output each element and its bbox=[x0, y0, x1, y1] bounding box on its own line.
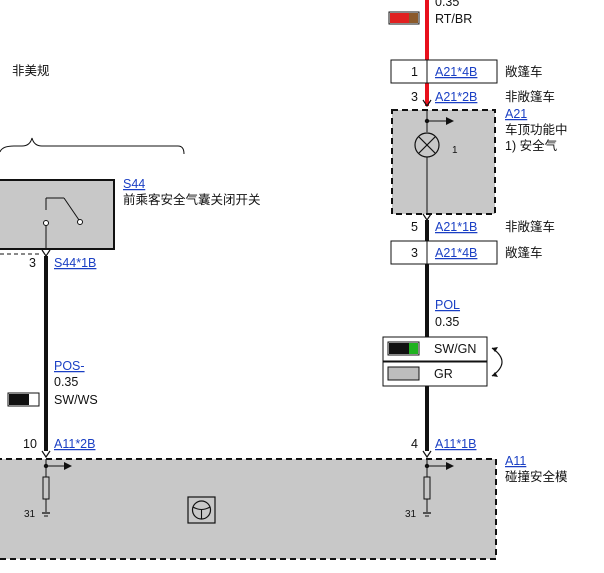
connector-a21-1b-pin: 5 bbox=[411, 220, 418, 234]
connector-a11-1b-link[interactable]: A11*1B bbox=[435, 437, 476, 451]
connector-a21-1b-desc: 非敞篷车 bbox=[505, 219, 555, 234]
component-a21-link[interactable]: A21 bbox=[505, 107, 527, 121]
region-label: 非美规 bbox=[12, 63, 50, 78]
connector-pin-fork-icon bbox=[41, 450, 51, 459]
connector-a21-2b-desc: 非敞篷车 bbox=[505, 89, 555, 104]
connector-a21-4b-top-box bbox=[390, 59, 498, 84]
swap-arrow-icon bbox=[491, 347, 503, 377]
connector-a21-4b-bottom-link[interactable]: A21*4B bbox=[435, 246, 477, 260]
switch-s44-link[interactable]: S44 bbox=[123, 177, 145, 191]
switch-s44-pin: 3 bbox=[29, 256, 36, 270]
component-a21-inner-pin: 1 bbox=[452, 145, 458, 156]
connector-a21-4b-bottom-pin: 3 bbox=[411, 246, 418, 260]
switch-s44-desc: 前乘客安全气囊关闭开关 bbox=[123, 192, 261, 207]
component-a11-box[interactable] bbox=[0, 458, 497, 560]
connector-a21-1b-link[interactable]: A21*1B bbox=[435, 220, 477, 234]
top-wire-color-code: RT/BR bbox=[435, 12, 472, 26]
component-a11-ground-pin-left: 31 bbox=[24, 509, 36, 520]
left-internal-circuit bbox=[42, 459, 72, 517]
pos-wire-color-code: SW/WS bbox=[54, 393, 98, 407]
component-a21-desc-line1: 车顶功能中 bbox=[505, 122, 568, 137]
connector-a21-4b-top-link[interactable]: A21*4B bbox=[435, 65, 477, 79]
connector-pin-fork-icon bbox=[422, 99, 432, 108]
pol-color-option-2-label: GR bbox=[434, 367, 453, 381]
right-internal-circuit bbox=[423, 459, 454, 517]
connector-pin-fork-icon bbox=[41, 249, 51, 258]
pol-wire-gauge: 0.35 bbox=[435, 315, 459, 329]
connector-pin-fork-icon bbox=[422, 450, 432, 459]
connector-a21-4b-bottom-desc: 敞篷车 bbox=[505, 245, 543, 260]
pos-wire-name[interactable]: POS- bbox=[54, 359, 85, 373]
component-a11-ground-pin-right: 31 bbox=[405, 509, 417, 520]
connector-a21-2b-link[interactable]: A21*2B bbox=[435, 90, 477, 104]
connector-a21-4b-top-desc: 敞篷车 bbox=[505, 64, 543, 79]
gray-swatch bbox=[387, 366, 420, 381]
pol-color-option-1-label: SW/GN bbox=[434, 342, 476, 356]
steering-wheel-icon[interactable] bbox=[187, 496, 216, 524]
connector-a21-2b-pin: 3 bbox=[411, 90, 418, 104]
pol-wire-name[interactable]: POL bbox=[435, 298, 460, 312]
connector-a11-2b-link[interactable]: A11*2B bbox=[54, 437, 95, 451]
component-a11-link[interactable]: A11 bbox=[505, 454, 526, 468]
switch-icon bbox=[43, 197, 83, 249]
switch-s44-connector-link[interactable]: S44*1B bbox=[54, 256, 96, 270]
connector-a11-2b-pin: 10 bbox=[23, 437, 37, 451]
pos-wire-gauge: 0.35 bbox=[54, 375, 78, 389]
switch-s44-box[interactable] bbox=[0, 179, 115, 250]
component-a21-desc-line2: 1) 安全气 bbox=[505, 138, 558, 153]
connector-a21-4b-top-pin: 1 bbox=[411, 65, 418, 79]
component-a11-desc: 碰撞安全模 bbox=[505, 469, 568, 484]
region-brace bbox=[0, 137, 185, 155]
component-a21-box[interactable] bbox=[391, 109, 496, 215]
connector-a11-1b-pin: 4 bbox=[411, 437, 418, 451]
connector-a21-4b-bottom-box bbox=[390, 240, 498, 265]
top-wire-gauge: 0.35 bbox=[435, 0, 459, 9]
